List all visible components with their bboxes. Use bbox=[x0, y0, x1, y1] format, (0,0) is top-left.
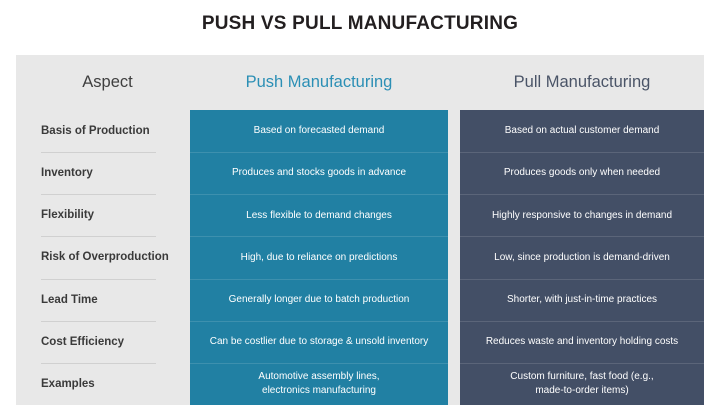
aspect-label: Flexibility bbox=[41, 209, 95, 222]
pull-value-cell: Low, since production is demand-driven bbox=[494, 251, 670, 263]
aspect-label: Risk of Overproduction bbox=[41, 251, 169, 264]
pull-value-cell: Produces goods only when needed bbox=[503, 167, 661, 179]
comparison-table: Aspect Push Manufacturing Pull Manufactu… bbox=[16, 55, 704, 405]
pull-value-cell: Shorter, with just-in-time practices bbox=[506, 293, 658, 305]
row-divider bbox=[41, 278, 156, 280]
row-divider bbox=[41, 320, 156, 322]
row-divider bbox=[460, 236, 704, 238]
row-divider bbox=[460, 320, 704, 322]
push-value-cell: Can be costlier due to storage & unsold … bbox=[209, 336, 429, 348]
row-divider bbox=[41, 236, 156, 238]
page-title: PUSH VS PULL MANUFACTURING bbox=[201, 13, 519, 34]
table-header-row: Aspect Push Manufacturing Pull Manufactu… bbox=[16, 55, 704, 110]
push-value-cell: Less flexible to demand changes bbox=[246, 209, 392, 221]
row-divider bbox=[190, 194, 448, 196]
pull-value-cell: Custom furniture, fast food (e.g.,made-t… bbox=[510, 371, 654, 396]
push-value-cell: Produces and stocks goods in advance bbox=[232, 167, 406, 179]
aspect-label: Basis of Production bbox=[41, 125, 150, 138]
column-header-push: Push Manufacturing bbox=[245, 73, 393, 91]
row-divider bbox=[190, 278, 448, 280]
row-divider bbox=[460, 362, 704, 364]
push-value-cell: Generally longer due to batch production bbox=[228, 293, 410, 305]
row-divider bbox=[460, 278, 704, 280]
row-divider bbox=[41, 194, 156, 196]
row-divider bbox=[460, 152, 704, 154]
row-divider bbox=[190, 236, 448, 238]
pull-value-cell: Highly responsive to changes in demand bbox=[491, 209, 673, 221]
aspect-label: Inventory bbox=[41, 167, 93, 180]
aspect-label: Cost Efficiency bbox=[41, 335, 125, 348]
aspect-label: Examples bbox=[41, 377, 95, 390]
column-header-pull: Pull Manufacturing bbox=[513, 73, 651, 91]
row-divider bbox=[460, 194, 704, 196]
row-divider bbox=[41, 152, 156, 154]
push-value-cell: High, due to reliance on predictions bbox=[240, 251, 398, 263]
column-header-aspect: Aspect bbox=[82, 73, 133, 91]
aspect-label: Lead Time bbox=[41, 293, 98, 306]
pull-value-cell: Based on actual customer demand bbox=[504, 125, 660, 137]
push-column-block bbox=[190, 110, 448, 405]
row-divider bbox=[190, 152, 448, 154]
push-value-cell: Based on forecasted demand bbox=[253, 125, 385, 137]
row-divider bbox=[41, 362, 156, 364]
pull-column-block bbox=[460, 110, 704, 405]
row-divider bbox=[190, 320, 448, 322]
pull-value-cell: Reduces waste and inventory holding cost… bbox=[485, 336, 679, 348]
row-divider bbox=[190, 362, 448, 364]
push-value-cell: Automotive assembly lines,electronics ma… bbox=[258, 371, 380, 396]
